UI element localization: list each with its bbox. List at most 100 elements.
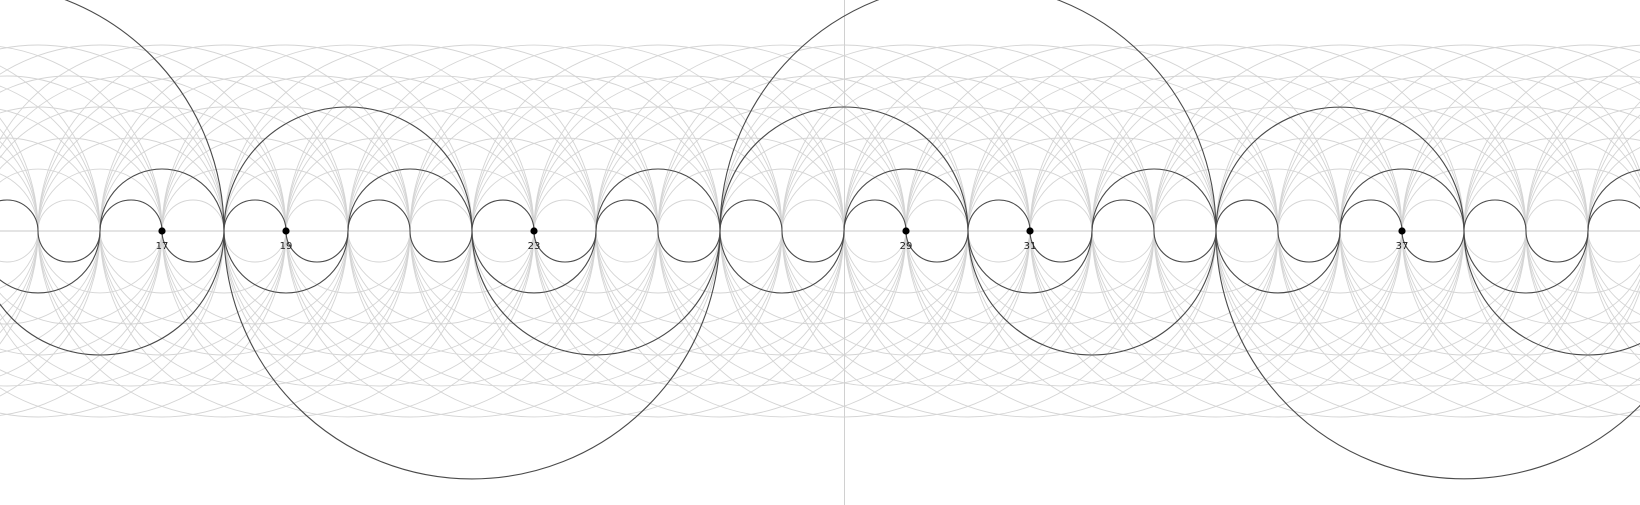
light-arc <box>409 75 721 232</box>
light-arc <box>1339 230 1640 418</box>
light-arc <box>595 75 907 232</box>
light-arc <box>1587 230 1640 348</box>
light-arc <box>0 230 287 387</box>
light-arc <box>409 44 783 232</box>
light-arc <box>1215 44 1589 232</box>
dark-arc-step-1 <box>1401 230 1465 263</box>
dark-arc-step-1 <box>0 199 39 232</box>
light-arc <box>533 230 659 294</box>
light-arc <box>843 230 1217 418</box>
light-arc <box>1091 75 1403 232</box>
light-arc <box>161 230 287 294</box>
dark-arc-step-4 <box>223 106 473 232</box>
prime-label-23: 23 <box>528 241 541 252</box>
light-arc <box>1401 230 1640 418</box>
light-arc <box>1339 230 1465 294</box>
light-arc <box>1091 44 1465 232</box>
dark-arc-step-1 <box>905 230 969 263</box>
light-arc <box>1401 230 1465 263</box>
light-arc <box>0 230 39 334</box>
light-arc <box>1091 230 1279 325</box>
light-arc <box>471 44 845 232</box>
light-arc <box>719 230 1031 387</box>
light-arc <box>0 128 39 232</box>
light-arc <box>347 230 659 387</box>
light-arc <box>1277 75 1589 232</box>
dark-arc-step-2 <box>719 230 845 294</box>
dark-arc-step-1 <box>595 199 659 232</box>
light-arc <box>37 199 101 232</box>
dark-arc-step-1 <box>223 199 287 232</box>
dark-arc-step-1 <box>1153 230 1217 263</box>
light-arc <box>223 199 287 232</box>
light-arc <box>0 230 101 397</box>
light-arc <box>99 75 411 232</box>
light-arc <box>781 230 1093 387</box>
light-arc <box>285 75 597 232</box>
light-arc <box>0 230 39 289</box>
light-arc <box>1091 199 1155 232</box>
light-arc <box>0 230 39 345</box>
light-arc <box>533 230 597 263</box>
light-arc <box>0 155 39 232</box>
light-arc <box>0 230 39 263</box>
light-arc <box>409 230 535 294</box>
light-arc <box>1463 230 1527 263</box>
prime-dot-29 <box>902 227 910 235</box>
light-arc <box>347 230 473 294</box>
light-arc <box>1153 230 1465 387</box>
light-arc <box>37 168 163 232</box>
dark-arc-step-1 <box>1215 199 1279 232</box>
light-arc <box>843 75 1155 232</box>
light-arc <box>0 141 39 232</box>
dark-arc-step-1 <box>657 230 721 263</box>
light-arc <box>0 108 101 232</box>
light-arc <box>657 230 969 387</box>
light-arc <box>781 230 845 263</box>
light-arc <box>1525 59 1640 232</box>
dark-arc-step-4 <box>1215 106 1465 232</box>
dark-arc-step-4 <box>719 106 969 232</box>
light-arc <box>37 44 411 232</box>
light-arc <box>1401 230 1640 387</box>
light-arc <box>1463 44 1640 232</box>
dark-arc-step-2 <box>1587 169 1640 232</box>
light-arc <box>1153 75 1465 232</box>
light-arc <box>719 75 1031 232</box>
light-arc <box>161 168 287 232</box>
light-arc <box>1463 168 1589 232</box>
light-arc <box>781 230 1155 418</box>
light-arc <box>595 199 659 232</box>
light-arc <box>0 230 349 418</box>
light-arc <box>595 230 969 418</box>
light-arc <box>1091 230 1465 418</box>
light-arc <box>161 230 473 387</box>
light-arc <box>905 199 969 232</box>
dark-arc-step-1 <box>1587 199 1640 232</box>
light-arc <box>0 230 287 418</box>
light-arc <box>0 173 39 232</box>
prime-dot-31 <box>1026 227 1034 235</box>
dark-arc-step-1 <box>967 199 1031 232</box>
light-arc <box>1339 75 1640 232</box>
light-arc <box>347 230 411 263</box>
light-arc <box>471 168 597 232</box>
dark-arc-step-1 <box>285 230 349 263</box>
light-arc <box>1153 199 1217 232</box>
light-arc <box>533 199 597 232</box>
light-arc <box>1091 230 1155 263</box>
light-arc <box>471 230 845 418</box>
light-arc <box>1339 230 1640 387</box>
dark-arc-step-4 <box>471 230 721 356</box>
light-arc <box>1153 168 1279 232</box>
light-arc <box>843 230 969 294</box>
light-arc <box>1029 75 1341 232</box>
light-arc <box>1339 199 1403 232</box>
light-arc <box>905 230 1217 387</box>
dark-arc-step-1 <box>719 199 783 232</box>
prime-label-37: 37 <box>1396 241 1409 252</box>
dark-arc-step-1 <box>781 230 845 263</box>
light-arc <box>0 230 39 307</box>
light-arc <box>1029 199 1093 232</box>
light-arc <box>843 230 907 263</box>
